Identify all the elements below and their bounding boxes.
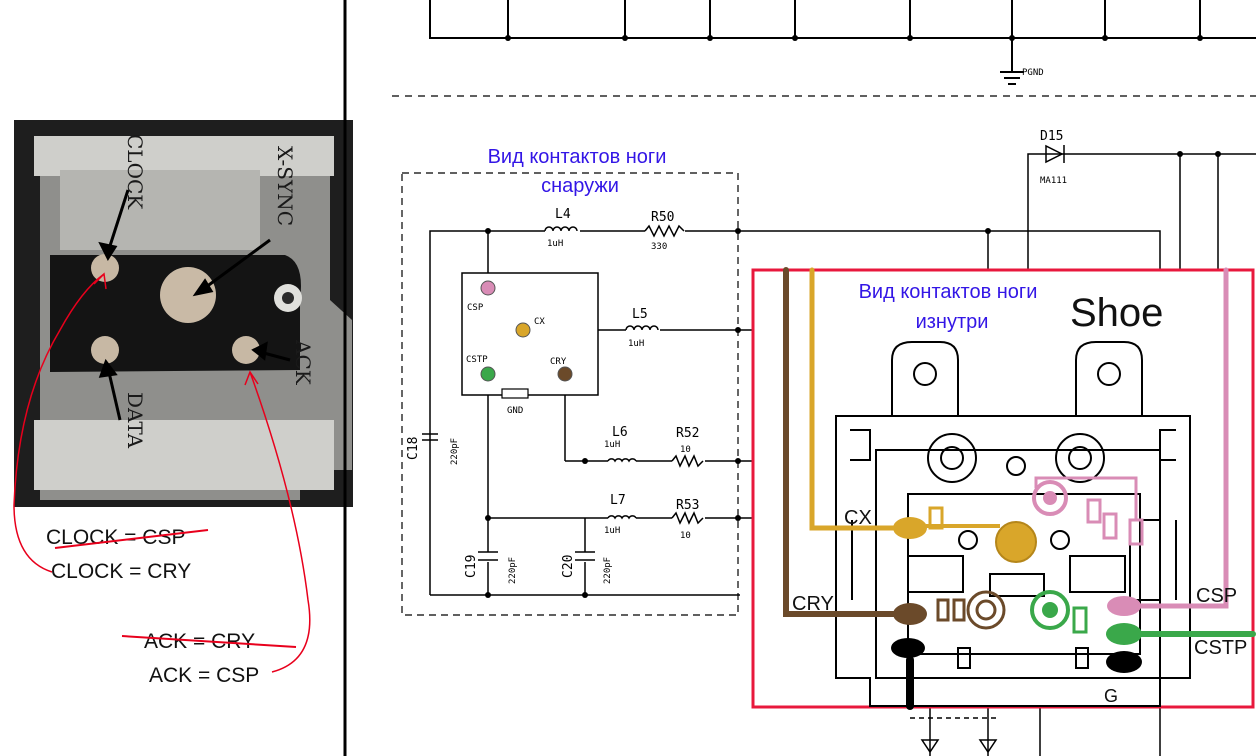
pgnd-label: PGND — [1022, 68, 1044, 78]
l6-label: L6 — [612, 425, 628, 440]
cry-trace — [783, 267, 908, 617]
colored-traces — [783, 267, 1256, 710]
svg-text:D15: D15 — [1040, 129, 1063, 144]
outside-view-box — [401, 172, 739, 616]
r52-value: 10 — [680, 445, 691, 455]
cx-label: CX — [534, 317, 545, 327]
diode-d15: D15 MA111 — [1027, 129, 1256, 270]
cx-contact — [995, 521, 1037, 563]
mapping-notes: CLOCK = CSP CLOCK = CRY ACK = CRY ACK = … — [46, 526, 297, 687]
csp-pin — [480, 280, 496, 296]
g-pad-right — [1106, 651, 1142, 673]
data-contact — [91, 336, 119, 364]
cstp-pin — [480, 366, 496, 382]
cx-trace — [809, 267, 908, 531]
shoe-cstp-label: CSTP — [1194, 637, 1247, 659]
top-bus — [429, 0, 1256, 85]
cx-pad — [893, 517, 927, 539]
r50-value: 330 — [651, 242, 667, 252]
csp-trace — [1122, 267, 1229, 609]
csp-label: CSP — [467, 303, 484, 313]
r53-value: 10 — [680, 531, 691, 541]
shoe-cx-label: CX — [844, 507, 872, 529]
photo-label-xsync: X-SYNC — [273, 146, 297, 226]
c19-value: 220pF — [508, 557, 518, 584]
l4-value: 1uH — [547, 239, 563, 249]
csp-contact — [1032, 480, 1068, 516]
photo-label-clock: CLOCK — [123, 134, 147, 210]
hotshoe-photo: CLOCK X-SYNC DATA ACK — [14, 120, 353, 507]
l6-value: 1uH — [604, 440, 620, 450]
photo-label-data: DATA — [123, 392, 147, 449]
ack-contact — [232, 336, 260, 364]
shoe-title: Shoe — [1070, 291, 1163, 335]
l4-label: L4 — [555, 207, 571, 222]
note-clock-right: CLOCK = CRY — [51, 560, 191, 583]
cstp-contact — [1030, 590, 1070, 630]
r50-label: R50 — [651, 210, 674, 225]
inside-view-panel: Вид контактов ноги изнутри Shoe — [751, 267, 1256, 710]
bottom-rail — [34, 420, 334, 490]
clock-contact — [91, 254, 119, 282]
note-clock-wrong: CLOCK = CSP — [46, 526, 185, 549]
shoe-csp-label: CSP — [1196, 585, 1237, 607]
inside-caption-line2: изнутри — [916, 311, 989, 333]
cry-pin — [557, 366, 573, 382]
cry-contact — [966, 590, 1006, 630]
r53-label: R53 — [676, 498, 699, 513]
g-pad-left — [891, 638, 925, 658]
cstp-label: CSTP — [466, 355, 488, 365]
c20-label: C20 — [561, 555, 576, 578]
gnd-label: GND — [507, 406, 523, 416]
shoe-cry-label: CRY — [792, 593, 834, 615]
l7-value: 1uH — [604, 526, 620, 536]
outside-caption-line2: снаружи — [541, 175, 619, 197]
l5-label: L5 — [632, 307, 648, 322]
l7-label: L7 — [610, 493, 626, 508]
cry-label: CRY — [550, 357, 567, 367]
shoe-g-label: G — [1104, 686, 1118, 706]
passive-components — [422, 224, 704, 561]
photo-label-ack: ACK — [291, 339, 315, 386]
photo-arrows — [98, 189, 291, 421]
l5-value: 1uH — [628, 339, 644, 349]
csp-pad — [1107, 596, 1141, 616]
outside-caption-line1: Вид контактов ноги — [488, 146, 667, 168]
c18-value: 220pF — [450, 438, 460, 465]
xsync-contact — [160, 267, 216, 323]
note-ack-right: ACK = CSP — [149, 664, 259, 687]
top-rail — [34, 136, 334, 176]
shoe-outline — [835, 341, 1191, 707]
r52-label: R52 — [676, 426, 699, 441]
svg-text:MA111: MA111 — [1040, 176, 1067, 186]
c18-label: C18 — [406, 437, 421, 460]
red-annotation-arrows — [13, 272, 311, 673]
cx-pin — [515, 322, 531, 338]
inside-caption-line1: Вид контактов ноги — [859, 281, 1038, 303]
c20-value: 220pF — [603, 557, 613, 584]
c19-label: C19 — [464, 555, 479, 578]
cry-pad — [893, 603, 927, 625]
cstp-pad — [1106, 623, 1142, 645]
